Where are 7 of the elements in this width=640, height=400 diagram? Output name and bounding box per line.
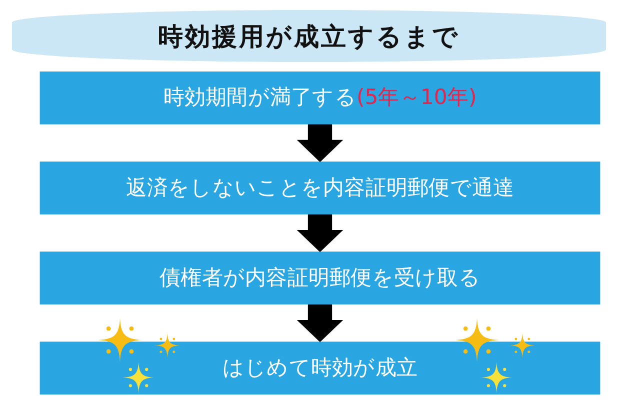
arrow [296,214,344,252]
node-box: 返済をしないことを内容証明郵便で通達 [40,162,600,214]
title-banner: 時効援用が成立するまで [12,10,606,62]
node-box: 時効期間が満了する(5年～10年) [40,72,600,124]
arrow [296,304,344,342]
arrow [296,124,344,162]
node-box: 債権者が内容証明郵便を受け取る [40,252,600,304]
